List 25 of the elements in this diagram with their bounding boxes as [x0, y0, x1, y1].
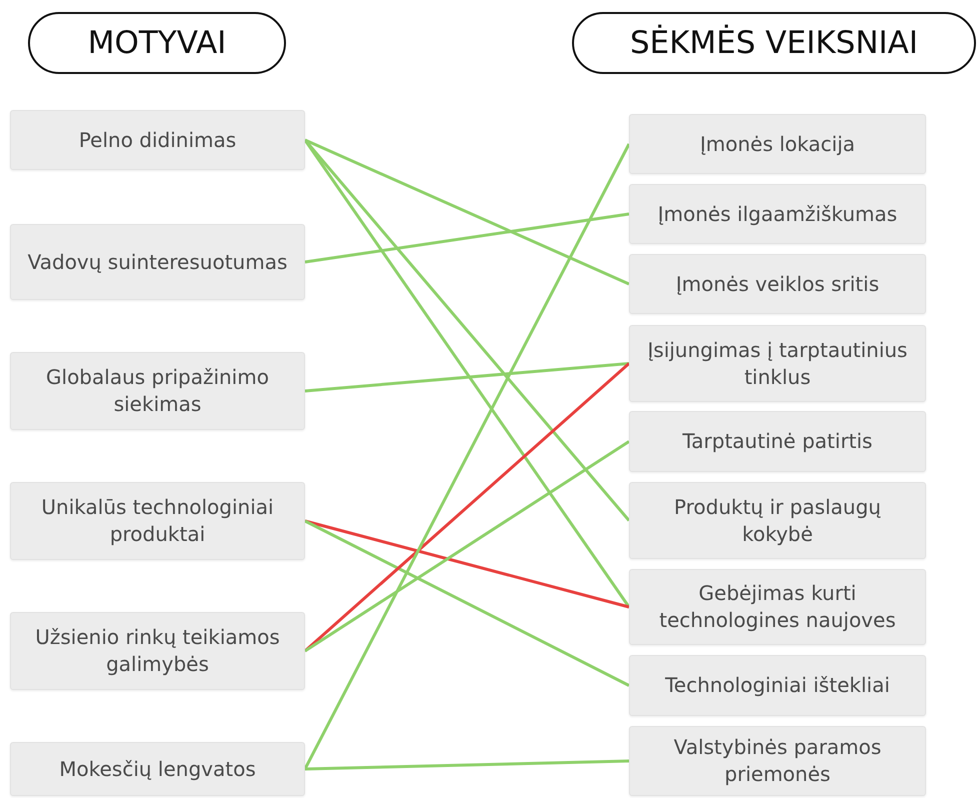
factor-box: Gebėjimas kurti technologines naujoves: [629, 569, 926, 645]
connector-line: [304, 440, 630, 652]
factor-box: Globalaus pripažinimo siekimas: [10, 352, 305, 430]
factor-box: Užsienio rinkų teikiamos galimybės: [10, 612, 305, 690]
factor-box: Valstybinės paramos priemonės: [629, 726, 926, 796]
factor-box: Produktų ir paslaugų kokybė: [629, 482, 926, 559]
factor-box: Unikalūs technologiniai produktai: [10, 482, 305, 560]
connector-line: [304, 138, 630, 286]
header-pill: SĖKMĖS VEIKSNIAI: [572, 12, 976, 74]
factor-box: Vadovų suinteresuotumas: [10, 224, 305, 300]
factor-box: Pelno didinimas: [10, 110, 305, 170]
connector-line: [304, 520, 630, 687]
connector-line: [304, 212, 630, 264]
factor-box: Įsijungimas į tarptautinius tinklus: [629, 325, 926, 402]
factor-box: Mokesčių lengvatos: [10, 742, 305, 796]
connector-line: [304, 520, 630, 608]
factor-box: Įmonės ilgaamžiškumas: [629, 184, 926, 244]
factor-box: Tarptautinė patirtis: [629, 411, 926, 472]
header-pill: MOTYVAI: [28, 12, 286, 74]
connector-line: [304, 362, 630, 392]
connector-line: [304, 760, 630, 770]
factor-box: Technologiniai ištekliai: [629, 655, 926, 716]
factor-box: Įmonės lokacija: [629, 114, 926, 174]
factor-box: Įmonės veiklos sritis: [629, 254, 926, 314]
connector-line: [304, 143, 630, 770]
